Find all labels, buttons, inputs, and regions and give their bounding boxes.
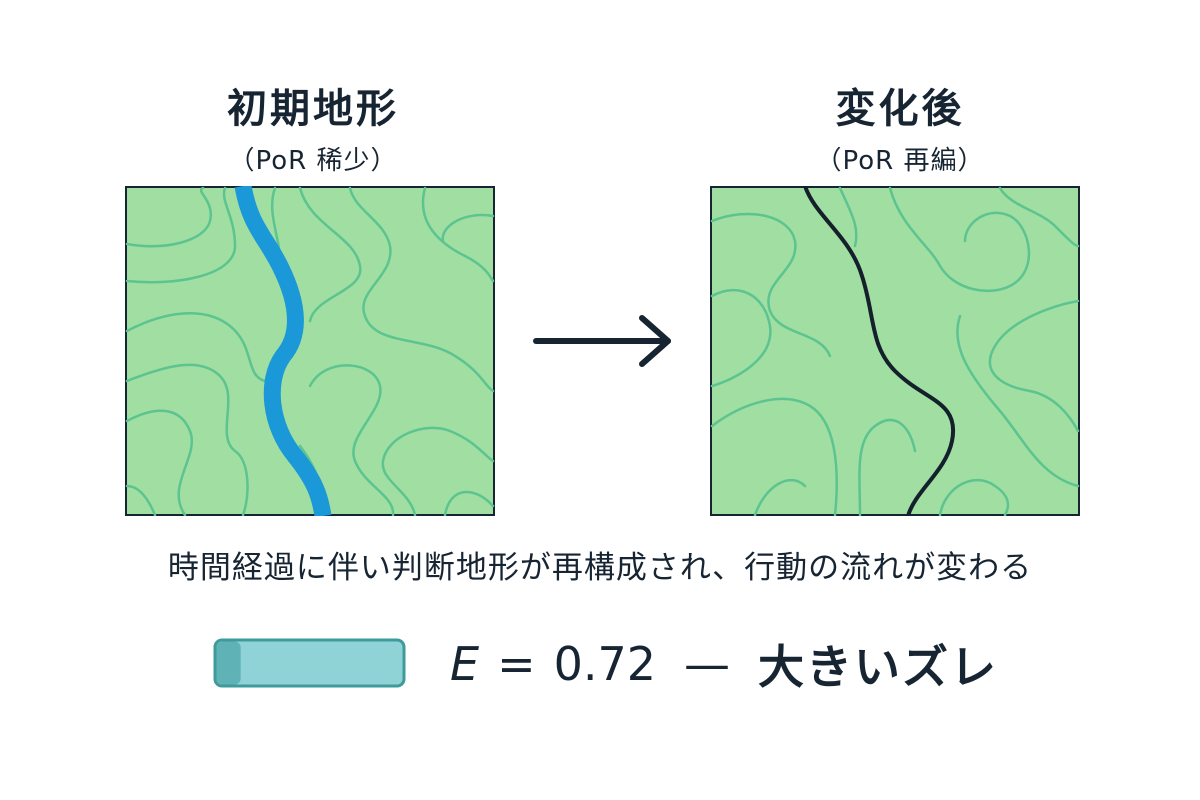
initial-terrain-subtitle: （PoR 稀少）	[228, 146, 398, 176]
contour-lines	[125, 186, 495, 516]
contour-lines	[710, 186, 1080, 516]
changed-terrain-title: 変化後	[835, 86, 965, 132]
separator-dash: —	[684, 637, 731, 691]
changed-terrain-subtitle: （PoR 再編）	[815, 146, 985, 176]
river	[234, 186, 332, 516]
equals-sign: =	[497, 637, 536, 691]
error-gauge-fill	[216, 641, 241, 685]
error-readout: E = 0.72 — 大きいズレ	[450, 637, 998, 694]
transition-arrow	[530, 310, 680, 374]
changed-terrain-map	[710, 186, 1080, 516]
path-line	[803, 186, 956, 516]
error-variable: E	[450, 637, 480, 691]
error-value: 0.72	[553, 637, 657, 691]
caption: 時間経過に伴い判断地形が再構成され、行動の流れが変わる	[167, 550, 1033, 586]
error-gauge	[213, 638, 408, 694]
error-description: 大きいズレ	[758, 640, 999, 694]
initial-terrain-map	[125, 186, 495, 516]
initial-terrain-title: 初期地形	[227, 86, 399, 132]
right-arrow-icon	[533, 315, 671, 367]
